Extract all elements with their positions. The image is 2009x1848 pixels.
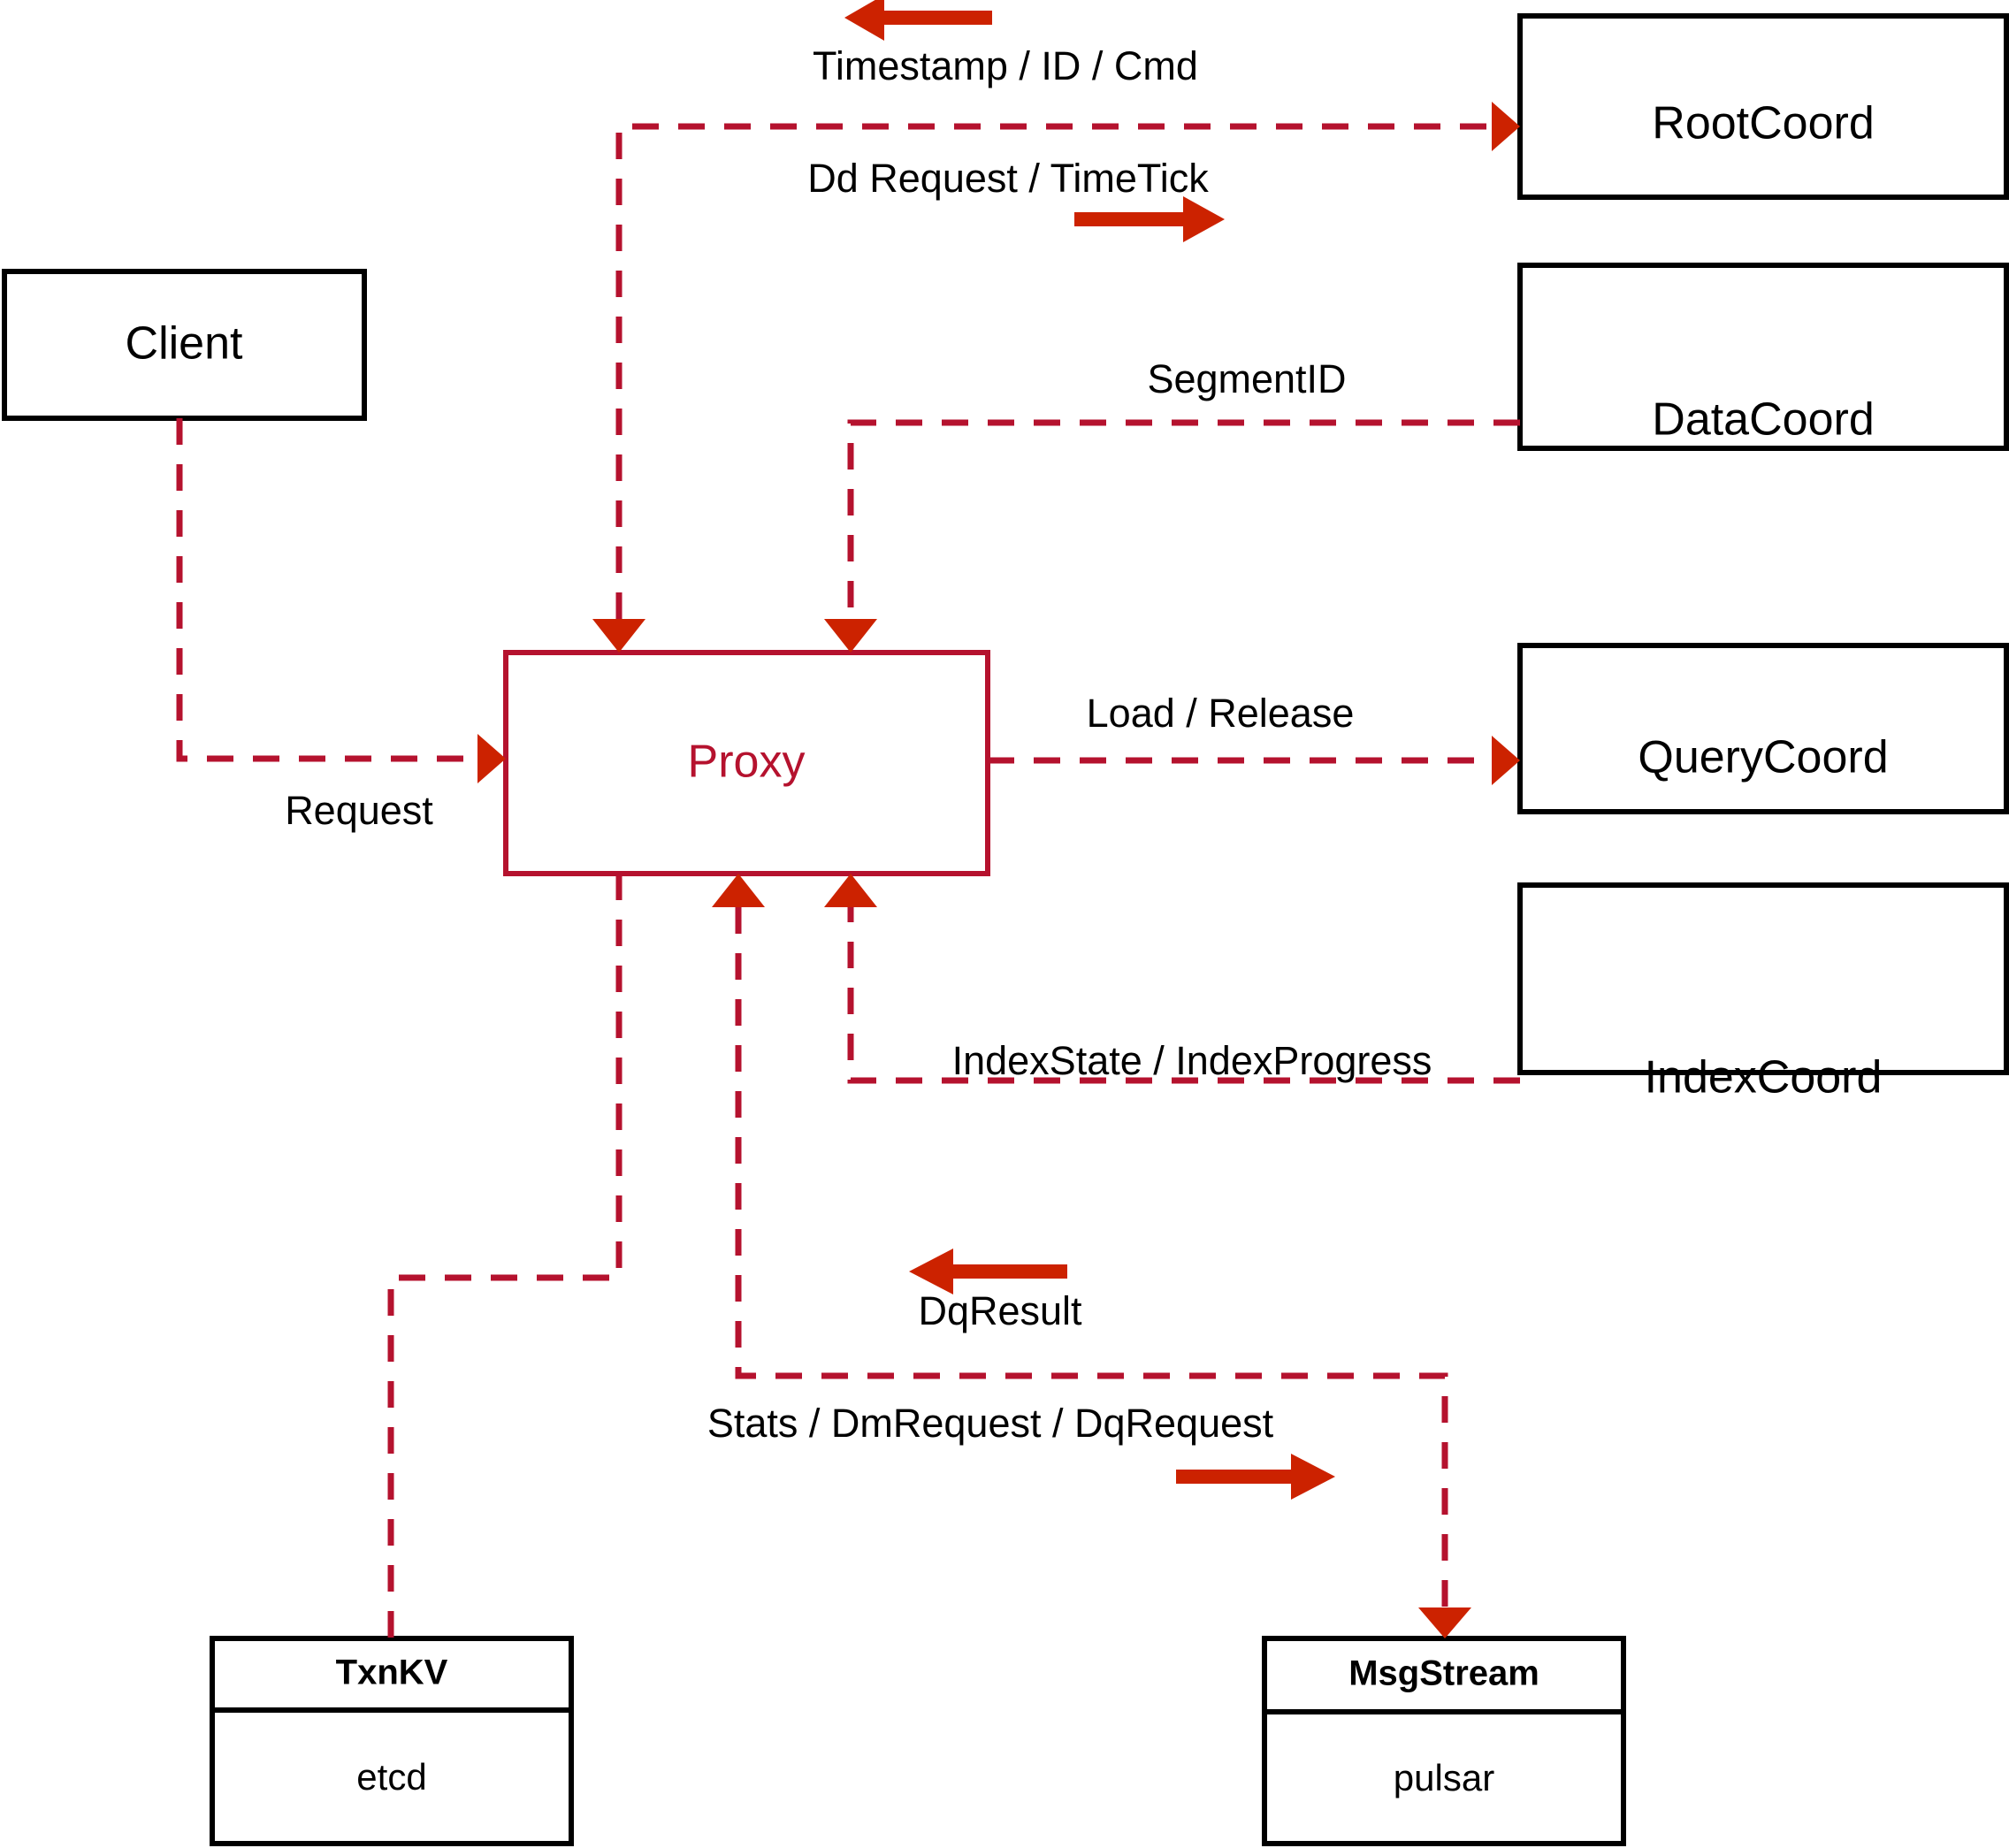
dqresult-arrow-head (909, 1249, 953, 1294)
edge-client-proxy-label: Request (285, 788, 433, 833)
client-label: Client (126, 318, 243, 370)
querycoord-label: QueryCoord (1638, 732, 1888, 783)
direction-arrow-timestamp (844, 0, 992, 41)
edge-proxy-rootcoord-out-label: Dd Request / TimeTick (807, 156, 1209, 201)
msgstream-body-label: pulsar (1394, 1757, 1494, 1798)
rootcoord-box (1517, 13, 2009, 200)
edge-proxy-txnkv (387, 874, 623, 1638)
edge-proxy-msgstream-arrowhead (1418, 1607, 1471, 1638)
edge-proxy-txnkv-path (387, 874, 623, 1638)
node-client[interactable]: Client (2, 269, 367, 421)
rootcoord-label: RootCoord (1652, 98, 1874, 149)
ddrequest-arrow-head (1183, 196, 1225, 242)
edge-proxy-rootcoord-arrowhead (1492, 102, 1520, 151)
edge-msgstream-proxy-arrowhead (712, 874, 765, 907)
querycoord-box (1517, 643, 2009, 814)
indexcoord-label: IndexCoord (1645, 1052, 1883, 1103)
proxy-label: Proxy (688, 737, 806, 788)
edge-proxy-querycoord: Load / Release (988, 691, 1520, 785)
edge-datacoord-proxy-label: SegmentID (1147, 356, 1346, 401)
node-datacoord[interactable]: DataCoord (1517, 263, 2009, 451)
edge-indexcoord-proxy: IndexState / IndexProgress (824, 874, 1520, 1084)
edge-proxy-querycoord-label: Load / Release (1087, 691, 1355, 736)
edge-client-proxy: Request (176, 418, 506, 833)
direction-arrow-dqrequest (1176, 1454, 1335, 1500)
edge-proxy-rootcoord: Dd Request / TimeTick Timestamp / ID / C… (592, 43, 1520, 653)
edge-indexcoord-proxy-label: IndexState / IndexProgress (952, 1038, 1432, 1083)
node-txnkv[interactable]: TxnKV etcd (210, 1636, 574, 1846)
edge-proxy-msgstream-label: Stats / DmRequest / DqRequest (707, 1401, 1274, 1446)
node-rootcoord[interactable]: RootCoord (1517, 13, 2009, 200)
datacoord-box (1517, 263, 2009, 451)
node-indexcoord[interactable]: IndexCoord (1517, 882, 2009, 1103)
txnkv-header-label: TxnKV (336, 1653, 448, 1692)
txnkv-box (210, 1636, 574, 1846)
client-box (2, 269, 367, 421)
node-querycoord[interactable]: QueryCoord (1517, 643, 2009, 814)
dqrequest-arrow-head (1291, 1454, 1335, 1500)
edge-client-proxy-arrowhead (477, 734, 506, 783)
txnkv-body-label: etcd (356, 1756, 426, 1798)
edge-datacoord-proxy-path (847, 419, 1520, 619)
edge-msgstream-proxy: DqResult Stats / DmRequest / DqRequest (707, 874, 1471, 1638)
edge-msgstream-proxy-label: DqResult (918, 1288, 1082, 1333)
indexcoord-box (1517, 882, 2009, 1075)
edge-datacoord-proxy: SegmentID (824, 356, 1520, 653)
direction-arrow-dqresult (909, 1249, 1067, 1294)
timestamp-arrow-head (844, 0, 884, 41)
edge-msgstream-proxy-path (735, 907, 1448, 1607)
edge-rootcoord-proxy-arrowhead (592, 619, 645, 653)
edge-indexcoord-proxy-path (847, 907, 1520, 1084)
edge-client-proxy-path (176, 418, 477, 762)
datacoord-label: DataCoord (1652, 394, 1874, 446)
edge-indexcoord-proxy-arrowhead (824, 874, 877, 907)
msgstream-header-label: MsgStream (1348, 1654, 1539, 1693)
edge-proxy-rootcoord-path (615, 123, 1492, 619)
direction-arrow-ddrequest (1074, 196, 1225, 242)
edge-proxy-rootcoord-in-label: Timestamp / ID / Cmd (813, 43, 1198, 88)
node-proxy[interactable]: Proxy (503, 650, 990, 876)
edge-proxy-querycoord-arrowhead (1492, 736, 1520, 785)
node-msgstream[interactable]: MsgStream pulsar (1262, 1636, 1626, 1846)
edge-datacoord-proxy-arrowhead (824, 619, 877, 653)
proxy-box (503, 650, 990, 876)
msgstream-box (1262, 1636, 1626, 1846)
